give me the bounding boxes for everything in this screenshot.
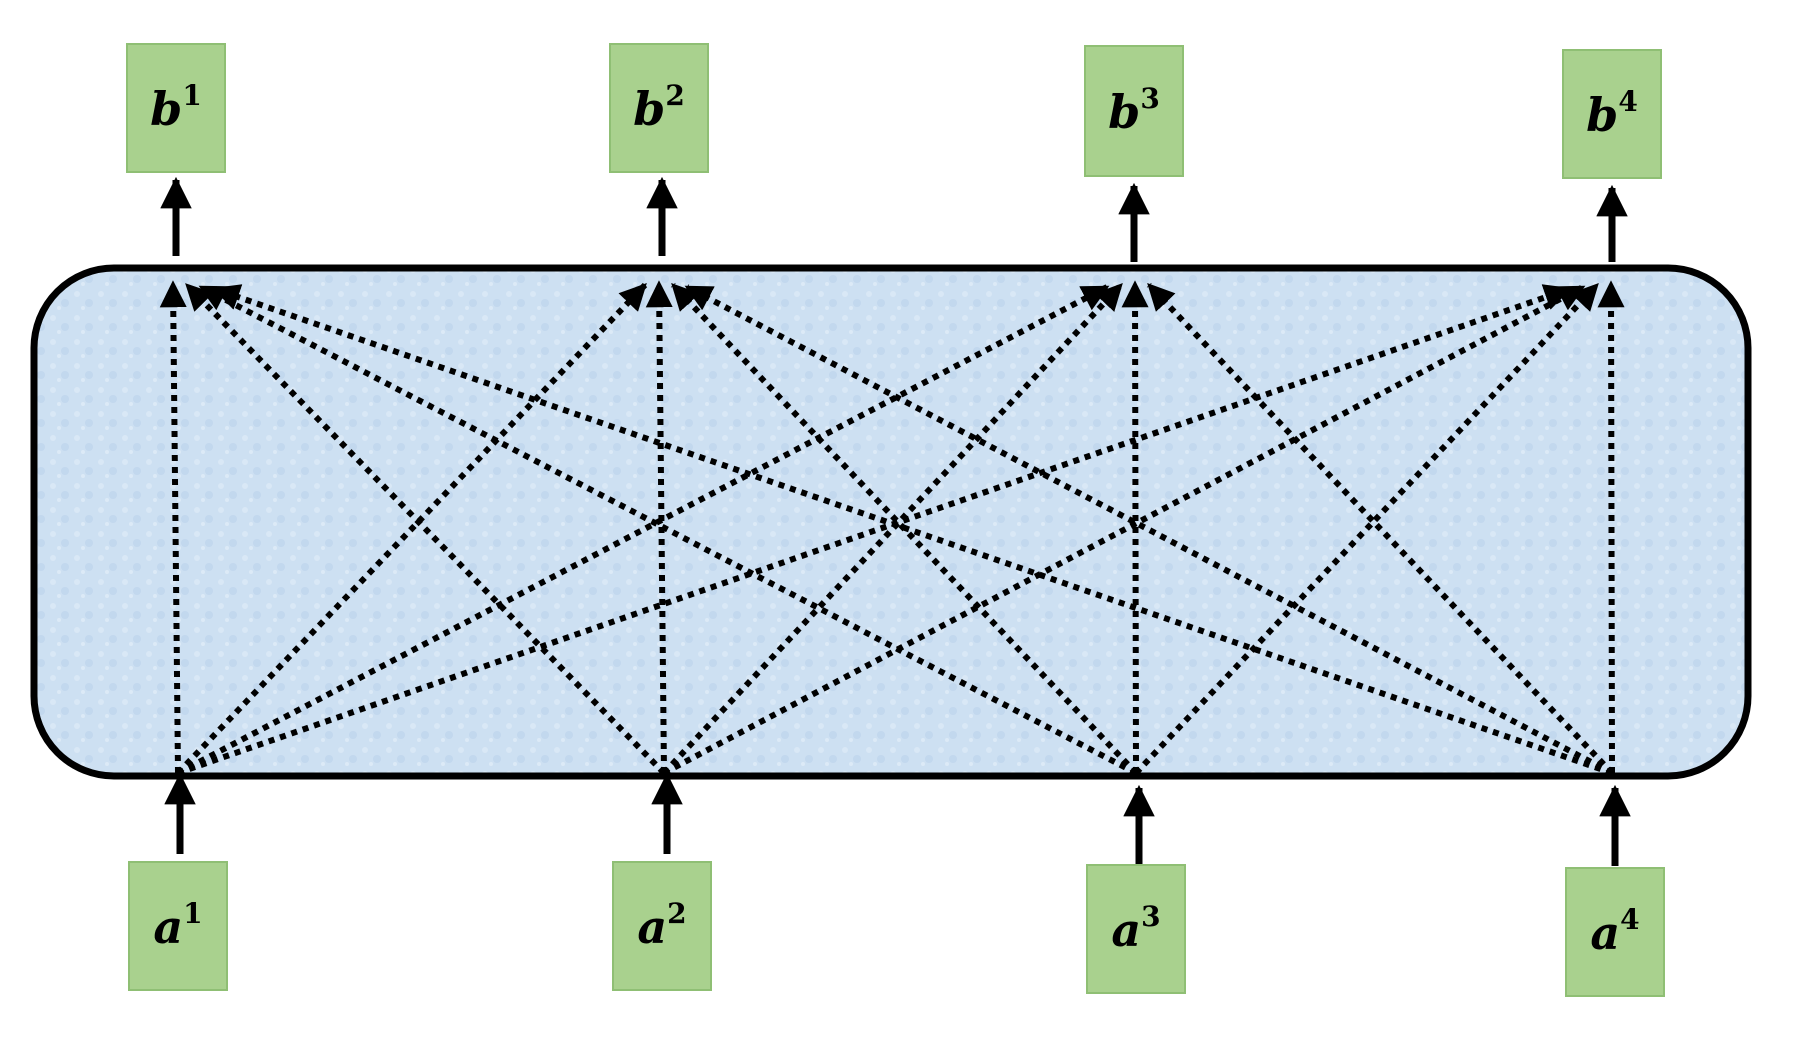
connection-a3-to-b4 (1133, 282, 1600, 776)
output-node-b4: b4 (1562, 49, 1662, 179)
svg-text:a4: a4 (1590, 903, 1639, 960)
connection-a1-to-b2 (175, 282, 648, 776)
input-label-a2: a (637, 900, 667, 954)
attention-connections (159, 280, 1625, 776)
connection-a3-to-b1 (198, 284, 1138, 776)
output-sup-b2: 2 (665, 79, 684, 112)
svg-text:a2: a2 (637, 897, 686, 954)
connection-a2-to-b1 (184, 282, 667, 776)
input-node-a2: a2 (612, 861, 712, 991)
input-sup-a2: 2 (667, 897, 686, 930)
connection-a3-to-b3 (1121, 280, 1149, 774)
input-label-a1: a (153, 900, 183, 954)
input-label-a4: a (1590, 906, 1620, 960)
output-label-b2: b (633, 82, 665, 136)
input-sup-a1: 1 (183, 897, 202, 930)
svg-text:b1: b1 (150, 79, 202, 136)
input-node-a1: a1 (128, 861, 228, 991)
output-node-b2: b2 (609, 43, 709, 173)
connection-a2-to-b2 (645, 280, 673, 774)
connection-a1-to-b1 (159, 280, 187, 774)
output-label-b3: b (1108, 85, 1140, 139)
output-label-b4: b (1586, 88, 1618, 142)
svg-text:b4: b4 (1586, 85, 1638, 142)
output-node-b1: b1 (126, 43, 226, 173)
output-sup-b4: 4 (1618, 85, 1637, 118)
input-sup-a4: 4 (1620, 903, 1639, 936)
svg-text:a1: a1 (153, 897, 202, 954)
output-label-b1: b (150, 82, 182, 136)
connection-a2-to-b4 (662, 284, 1586, 776)
input-arrows (164, 772, 1631, 866)
output-sup-b1: 1 (182, 79, 201, 112)
connection-a4-to-b3 (1146, 282, 1615, 776)
connection-a2-to-b3 (661, 282, 1124, 776)
svg-text:a3: a3 (1111, 900, 1160, 957)
output-sup-b3: 3 (1140, 82, 1159, 115)
attention-layer-box (30, 264, 1752, 780)
svg-text:b2: b2 (633, 79, 685, 136)
input-sup-a3: 3 (1141, 900, 1160, 933)
input-node-a4: a4 (1565, 867, 1665, 997)
output-arrows (160, 176, 1628, 262)
input-node-a3: a3 (1086, 864, 1186, 994)
input-label-a3: a (1111, 903, 1141, 957)
output-node-b3: b3 (1084, 45, 1184, 177)
svg-text:b3: b3 (1108, 82, 1160, 139)
connection-a1-to-b4 (177, 284, 1572, 776)
connection-a4-to-b4 (1597, 280, 1625, 774)
